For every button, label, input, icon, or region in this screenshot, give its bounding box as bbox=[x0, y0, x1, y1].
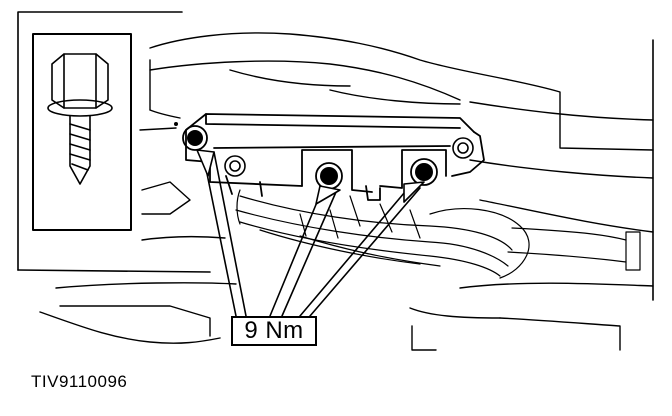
mounting-hole-right bbox=[452, 137, 474, 159]
body-panel-contours bbox=[39, 32, 654, 351]
mounting-bolts bbox=[182, 125, 474, 190]
mounting-hole-left bbox=[224, 155, 246, 177]
torque-callout-arrows bbox=[196, 149, 425, 317]
torque-spec-label: 9 Nm bbox=[231, 316, 317, 346]
bolt-head-center bbox=[315, 162, 343, 190]
bolt-head-left bbox=[182, 125, 208, 151]
bolt-inset bbox=[32, 33, 178, 231]
wiring-harness bbox=[235, 189, 641, 279]
bolt-head-right bbox=[410, 158, 438, 186]
hex-flange-bolt-icon bbox=[47, 53, 113, 185]
figure-id: TIV9110096 bbox=[31, 372, 128, 391]
figure-frame bbox=[17, 11, 654, 301]
